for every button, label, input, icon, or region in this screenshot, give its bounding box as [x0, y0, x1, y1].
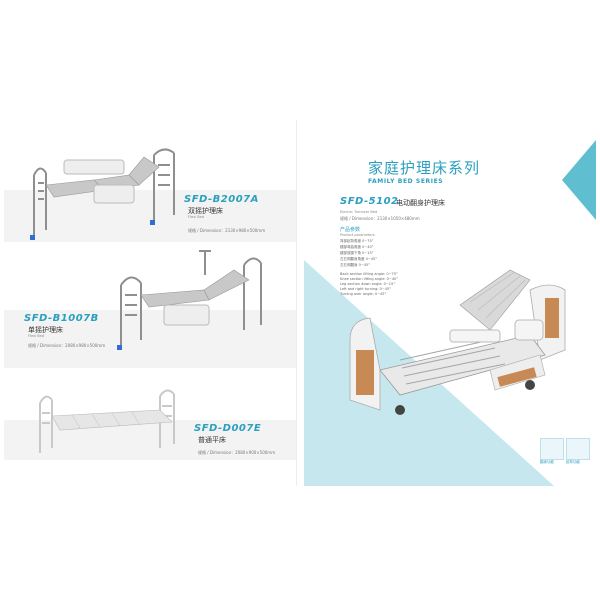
param-line-en: Left and right turning: 0~45° — [340, 287, 391, 291]
product-dimension: 规格 / Dimension：2130×1050×480mm — [340, 216, 420, 221]
product-model: SFD-5102 — [340, 196, 399, 207]
bed-image-double-crank — [30, 148, 175, 240]
product-model: SFD-B1007B — [24, 313, 99, 324]
param-line: 左右侧翻身角度 0~45° — [340, 257, 377, 261]
bed-image-electric-turnover — [349, 269, 566, 415]
bed-lift-icon — [566, 438, 590, 460]
param-line-en: Back section lifting angle: 0~75° — [340, 272, 398, 276]
product-name-en: Flexi Bed — [188, 215, 205, 219]
product-band — [4, 190, 296, 242]
product-model: SFD-D007E — [194, 423, 262, 434]
icon-label: 起背功能 — [566, 460, 580, 464]
param-line: 腿部弯曲角度 0~40° — [340, 245, 374, 249]
param-line-en: Knee section lifting angle: 0~40° — [340, 277, 399, 281]
product-dimension: 规格 / Dimension：2080×980×500mm — [28, 343, 106, 348]
right-page: 家庭护理床系列 FAMILY BED SERIES SFD-5102 电动翻身护… — [304, 120, 596, 486]
params-heading: 产品参数 — [340, 227, 361, 233]
product-band — [4, 310, 296, 368]
product-model: SFD-B2007A — [184, 194, 259, 205]
page-subtitle: FAMILY BED SERIES — [368, 178, 444, 185]
param-line: 左右侧翻身 0~45° — [340, 263, 370, 267]
bed-image-flat — [39, 389, 175, 453]
product-dimension: 规格 / Dimension：2130×980×500mm — [188, 228, 266, 233]
bed-turnover-icon — [540, 438, 564, 460]
param-line: 背部起背角度 0~75° — [340, 239, 374, 243]
product-name-en: Electric Turnover Bed — [340, 210, 378, 214]
product-name-cn: 普通平床 — [198, 436, 226, 444]
param-line-en: Leg section down angle: 0~15° — [340, 282, 396, 286]
product-name-cn: 电动翻身护理床 — [396, 199, 445, 207]
product-name-cn: 双摇护理床 — [188, 207, 223, 215]
icon-label: 翻身功能 — [540, 460, 554, 464]
param-line-en: Turning over angle: 0~45° — [340, 292, 387, 296]
bed-image-single-crank — [117, 250, 262, 350]
params-heading-en: Product parameters — [340, 233, 375, 237]
param-line: 腿部放腿下角 0~15° — [340, 251, 374, 255]
left-page: SFD-B2007A 双摇护理床 Flexi Bed 规格 / Dimensio… — [4, 120, 297, 486]
product-dimension: 规格 / Dimension：2080×900×500mm — [198, 450, 276, 455]
product-name-cn: 单摇护理床 — [28, 326, 63, 334]
page-title: 家庭护理床系列 — [368, 159, 481, 177]
product-name-en: Flexi Bed — [28, 334, 45, 338]
